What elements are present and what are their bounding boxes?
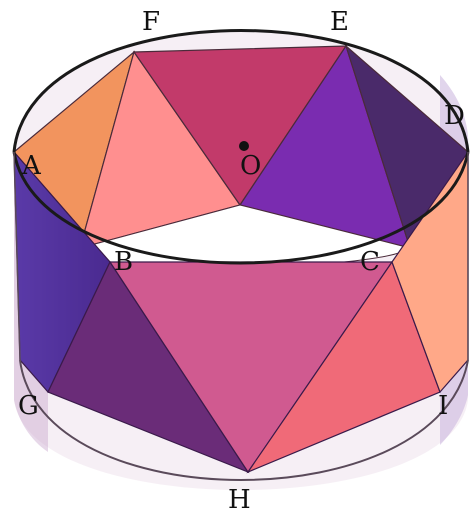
label-F: F [142, 7, 160, 37]
label-E: E [330, 7, 349, 37]
point-labels: F E D A O B C G I H [18, 7, 465, 515]
label-B: B [114, 247, 133, 277]
cylinder-outline [12, 29, 470, 481]
top-rim-back [12, 29, 470, 153]
label-I: I [438, 391, 448, 421]
label-D: D [444, 101, 465, 131]
label-G: G [18, 391, 39, 421]
top-rim-front [12, 151, 470, 265]
label-H: H [228, 485, 251, 515]
label-O: O [240, 151, 261, 181]
bottom-rim-front [19, 359, 469, 481]
point-O-dot [239, 141, 249, 151]
label-C: C [360, 247, 380, 277]
label-A: A [21, 151, 42, 181]
left-wall-line [13, 151, 21, 361]
